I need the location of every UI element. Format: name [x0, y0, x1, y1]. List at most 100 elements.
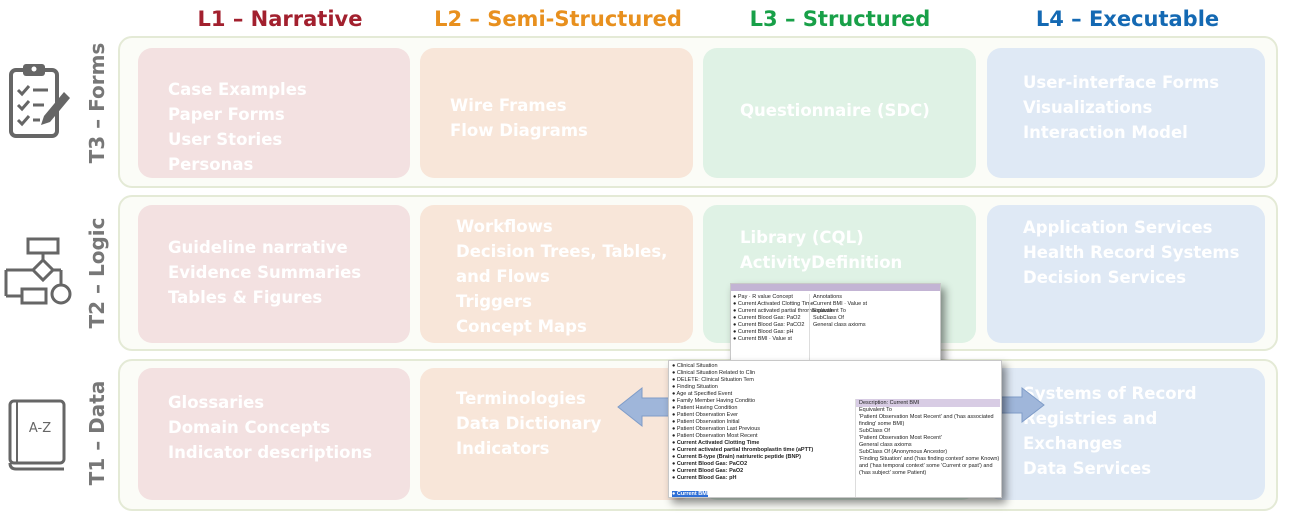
cell-item: Glossaries — [168, 393, 265, 412]
cell-item: Decision Trees, Tables, — [456, 242, 668, 261]
tree-node: ● Age at Specified Event — [672, 391, 733, 397]
panel-line: 'Patient Observation Most Recent' and ('… — [859, 414, 994, 427]
cell-item: Exchanges — [1023, 434, 1123, 453]
tree-node: ● Current Blood Gas: PaCO2 — [733, 322, 805, 328]
cell-item: Tables & Figures — [168, 288, 323, 307]
left-arrow — [617, 386, 676, 428]
cell-item: Questionnaire (SDC) — [740, 101, 930, 120]
tree-node: ● Current Blood Gas: pH — [733, 329, 794, 335]
description-panel: Description: Current BMI Equivalent To'P… — [855, 399, 1000, 497]
tree-node: ● Patient Observation Ever — [672, 412, 738, 418]
tree-node: ● Finding Situation — [672, 384, 718, 390]
cell-item: Case Examples — [168, 80, 307, 99]
column-header-l1: L1 – Narrative — [197, 7, 363, 31]
description-panel-header: Description: Current BMI — [856, 399, 1000, 407]
tree-node: ● Current Blood Gas: PaCO2 — [672, 461, 748, 467]
cell-item: Workflows — [456, 217, 553, 236]
cell-item: Evidence Summaries — [168, 263, 362, 282]
panel-line: 'Finding Situation' and ('has finding co… — [859, 456, 1000, 476]
cell-item: Interaction Model — [1023, 123, 1188, 142]
panel-line: General class axioms — [859, 442, 912, 448]
cell-item: Application Services — [1023, 218, 1213, 237]
panel-line: Equivalent To — [813, 308, 846, 314]
cell-item: Data Dictionary — [456, 414, 602, 433]
tree-node: ● Patient Observation Most Recent — [672, 433, 758, 439]
a-z-dictionary-icon: A-Z — [8, 399, 66, 471]
tree-node: ● Current BMI — [672, 491, 709, 497]
cell-item: Systems of Record — [1023, 384, 1197, 403]
flowchart-icon — [4, 237, 72, 305]
cell-item: User-interface Forms — [1023, 73, 1220, 92]
ontology-editor-screenshot-front: ● Clinical Situation● Clinical Situation… — [668, 360, 1002, 498]
column-header-l3: L3 – Structured — [749, 7, 931, 31]
right-arrow — [998, 386, 1045, 424]
row-label-forms: T3 – Forms — [85, 42, 109, 164]
panel-line: 'Patient Observation Most Recent' — [859, 435, 942, 441]
cell-item: Library (CQL) — [740, 228, 864, 247]
tree-node: ● Patient Having Condition — [672, 405, 738, 411]
tree-node: ● Current Blood Gas: pH — [672, 475, 737, 481]
cell-item: Decision Services — [1023, 268, 1187, 287]
cell-item: Wire Frames — [450, 96, 567, 115]
class-tree: ● Pay · R value Concept● Current Activat… — [733, 294, 834, 343]
cell-forms-l3: Questionnaire (SDC) — [703, 48, 976, 178]
tree-node: ● Current activated partial thromboplast… — [672, 447, 814, 453]
cell-item: Paper Forms — [168, 105, 285, 124]
cell-item: Domain Concepts — [168, 418, 331, 437]
panel-line: SubClass Of — [859, 428, 890, 434]
column-header-l2: L2 – Semi-Structured — [434, 7, 682, 31]
cell-item: Visualizations — [1023, 98, 1153, 117]
cell-item: ActivityDefinition — [740, 253, 903, 272]
tree-node: ● Clinical Situation Related to Clin — [672, 370, 756, 376]
svg-text:A-Z: A-Z — [29, 421, 51, 436]
cell-item: Concept Maps — [456, 317, 587, 336]
panel-line: Equivalent To — [859, 407, 892, 413]
tree-node: ● Current B-type (Brain) natriuretic pep… — [672, 454, 801, 460]
panel-line: SubClass Of — [813, 315, 844, 321]
cell-item: Guideline narrative — [168, 238, 348, 257]
panel-line: Annotations — [813, 294, 843, 300]
row-label-logic: T2 – Logic — [85, 217, 109, 329]
cell-item: Data Services — [1023, 459, 1152, 478]
cell-item: Triggers — [456, 292, 533, 311]
column-header-l4: L4 – Executable — [1035, 7, 1220, 31]
cell-item: Registries and — [1023, 409, 1158, 428]
row-label-data: T1 – Data — [85, 380, 109, 486]
cell-item: Health Record Systems — [1023, 243, 1240, 262]
screenshot-title-bar — [731, 284, 940, 291]
panel-line: General class axioms — [813, 322, 866, 328]
tree-node: ● Current Blood Gas: PaO2 — [733, 315, 801, 321]
tree-node: ● DELETE: Clinical Situation Tem — [672, 377, 754, 383]
tree-node: ● Current activated partial thromboplast… — [733, 308, 834, 314]
tree-node: ● Pay · R value Concept — [733, 294, 793, 300]
cell-item: User Stories — [168, 130, 283, 149]
tree-node: ● Current Activated Clotting Time — [672, 440, 760, 446]
tree-node: ● Patient Observation Initial — [672, 419, 740, 425]
tree-node: ● Clinical Situation — [672, 363, 718, 369]
panel-line: Current BMI · Value st — [813, 301, 867, 307]
clipboard-checklist-icon — [9, 64, 70, 138]
cell-item: Flow Diagrams — [450, 121, 588, 140]
class-hierarchy-tree: ● Clinical Situation● Clinical Situation… — [672, 363, 852, 497]
tree-node: ● Current Activated Clotting Time — [733, 301, 814, 307]
tree-node: ● Current BMI · Value st — [733, 336, 792, 342]
tree-node: ● Family Member Having Conditio — [672, 398, 756, 404]
cell-item: Terminologies — [456, 389, 586, 408]
panel-line: SubClass Of (Anonymous Ancestor) — [859, 449, 948, 455]
cell-item: and Flows — [456, 267, 550, 286]
cell-item: Indicators — [456, 439, 550, 458]
tree-node: ● Patient Observation Last Previous — [672, 426, 761, 432]
cell-item: Personas — [168, 155, 254, 174]
cell-item: Indicator descriptions — [168, 443, 373, 462]
tree-node: ● Current Blood Gas: PaO2 — [672, 468, 744, 474]
